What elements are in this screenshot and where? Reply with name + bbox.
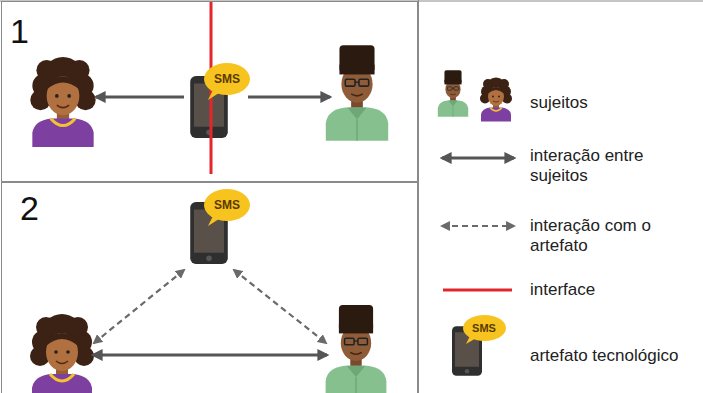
bubble-text: SMS: [472, 323, 496, 334]
artifact-arrow: [234, 270, 326, 343]
speech-bubble: SMS: [204, 189, 250, 221]
panel-frame: 1SMS: [1, 1, 418, 182]
legend-label: interação entre sujeitos: [530, 146, 643, 185]
woman-figure: [480, 78, 512, 122]
panel-number: 1: [10, 14, 29, 48]
legend-text: sujeitos: [530, 93, 690, 113]
man-figure: [326, 305, 387, 393]
man-figure: [326, 45, 388, 141]
woman-figure: [30, 314, 94, 393]
legend-label: interface: [530, 280, 595, 299]
legend-text: interação com o artefato: [530, 216, 690, 257]
speech-bubble: SMS: [463, 315, 506, 341]
interaction-arrow: [248, 96, 330, 99]
panel-frame: 2 SMS: [1, 182, 418, 393]
legend-arrow: [442, 157, 514, 160]
legend-text: interface: [530, 280, 690, 300]
legend-interface-line: [443, 289, 512, 292]
legend-label: interação com o artefato: [530, 216, 651, 255]
interaction-arrow: [96, 96, 184, 99]
legend-text: interação entre sujeitos: [530, 146, 690, 187]
man-figure: [438, 70, 468, 117]
bubble-text: SMS: [214, 199, 240, 211]
interaction-arrow: [93, 354, 327, 357]
legend-label: sujeitos: [530, 93, 588, 112]
speech-bubble: SMS: [204, 63, 250, 95]
frame-line: [418, 0, 419, 393]
legend-dashed-arrow: [442, 225, 514, 227]
legend-label: artefato tecnológico: [530, 346, 678, 365]
legend-text: artefato tecnológico: [530, 346, 690, 366]
woman-figure: [30, 57, 95, 147]
artifact-arrow: [94, 270, 184, 343]
bubble-text: SMS: [214, 73, 240, 85]
panel-number: 2: [20, 191, 39, 225]
